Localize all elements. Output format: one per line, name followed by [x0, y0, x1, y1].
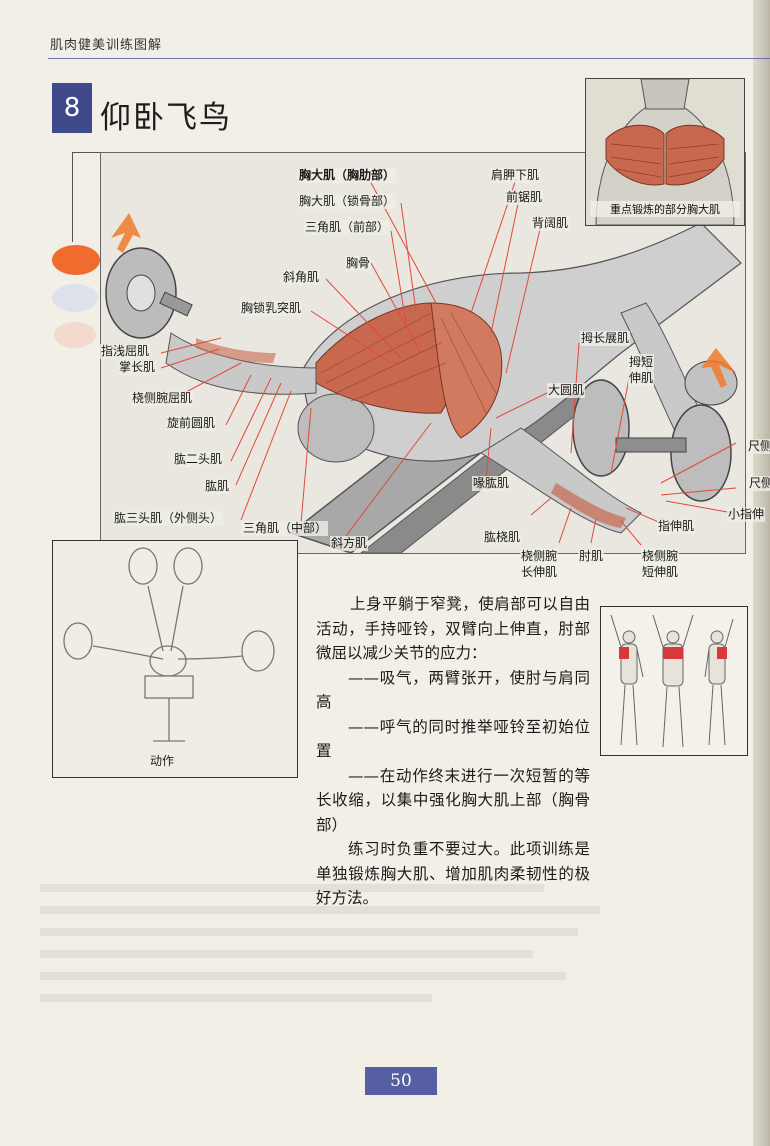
exercise-instructions: 上身平躺于窄凳，使肩部可以自由活动，手持哑铃，双臂向上伸直，肘部微屈以减少关节的…: [316, 592, 590, 911]
label-fcr: 桡侧腕屈肌: [131, 391, 194, 406]
action-sketch: [63, 547, 275, 742]
instruction-isometric: ——在动作终末进行一次短暂的等长收缩，以集中强化胸大肌上部（胸骨部）: [316, 766, 590, 834]
page-number: 50: [365, 1067, 437, 1095]
label-palmaris-longus: 掌长肌: [118, 360, 157, 375]
running-title: 肌肉健美训练图解: [50, 38, 163, 53]
label-sternum: 胸骨: [345, 256, 372, 271]
instruction-exhale: ——呼气的同时推举哑铃至初始位置: [316, 717, 590, 761]
standing-figures: [610, 614, 734, 748]
standing-figures-box: [600, 606, 748, 756]
label-fcu-b: 尺侧: [748, 476, 770, 491]
label-teres-major: 大圆肌: [547, 383, 586, 398]
label-apl: 拇长展肌: [580, 331, 631, 346]
label-edm: 小指伸: [727, 507, 766, 522]
label-triceps-lateral: 肱三头肌（外侧头）: [113, 511, 224, 526]
label-pec-costal: 胸大肌（胸肋部）: [298, 168, 397, 183]
label-epb: 拇短 伸肌: [628, 354, 655, 386]
label-scalenes: 斜角肌: [282, 270, 321, 285]
action-caption: 动作: [150, 754, 175, 768]
frame-tick: [72, 152, 100, 153]
label-biceps: 肱二头肌: [173, 452, 224, 467]
label-deltoid-anterior: 三角肌（前部）: [304, 220, 391, 235]
label-trapezius: 斜方肌: [330, 536, 369, 551]
frame-side-line: [72, 152, 73, 242]
exercise-number: 8: [52, 83, 92, 133]
label-brachioradialis: 肱桡肌: [483, 530, 522, 545]
label-serratus: 前锯肌: [505, 190, 544, 205]
anatomy-figure: [105, 178, 742, 553]
action-sketch-box: [52, 540, 298, 778]
header-rule: [48, 58, 770, 59]
label-subscapularis: 肩胛下肌: [490, 168, 541, 183]
label-ecrb: 桡侧腕 短伸肌: [641, 548, 680, 580]
label-pec-clavicular: 胸大肌（锁骨部）: [298, 194, 397, 209]
label-pronator-teres: 旋前圆肌: [166, 416, 217, 431]
label-ecrl: 桡侧腕 长伸肌: [520, 548, 559, 580]
label-latissimus: 背阔肌: [531, 216, 570, 231]
show-through-text: [40, 870, 600, 1060]
orange-marker-dot: [52, 245, 100, 275]
label-extensor-digitorum: 指伸肌: [657, 519, 696, 534]
instruction-note: 练习时负重不要过大。此项训练是单独锻炼胸大肌、增加肌肉柔韧性的极好方法。: [316, 840, 590, 907]
label-deltoid-middle: 三角肌（中部）: [242, 521, 329, 536]
label-fcu-a: 尺侧: [747, 439, 770, 454]
label-brachialis: 肱肌: [204, 479, 231, 494]
label-anconeus: 肘肌: [578, 549, 605, 564]
instruction-inhale: ——吸气，两臂张开，使肘与肩同高: [316, 668, 590, 712]
grey-marker-dot: [52, 284, 98, 312]
label-coracobrachialis: 喙肱肌: [472, 476, 511, 491]
instruction-setup: 上身平躺于窄凳，使肩部可以自由活动，手持哑铃，双臂向上伸直，肘部微屈以减少关节的…: [316, 595, 590, 662]
label-sternocleidomastoid: 胸锁乳突肌: [240, 301, 303, 316]
chest-illustration: [595, 79, 735, 225]
page-edge-shadow: [753, 0, 770, 1146]
exercise-title: 仰卧飞鸟: [100, 100, 232, 136]
label-fds: 指浅屈肌: [100, 344, 151, 359]
inset-caption: 重点锻炼的部分胸大肌: [590, 201, 740, 217]
pink-marker-dot: [54, 322, 96, 348]
